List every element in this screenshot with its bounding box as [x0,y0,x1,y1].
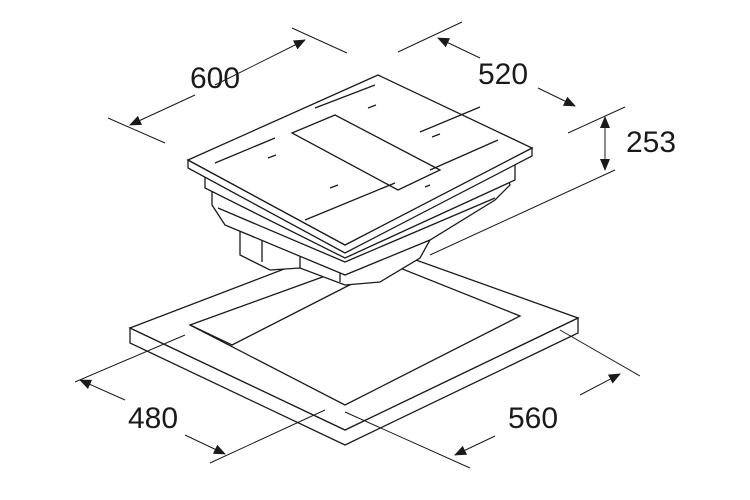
dimension-width: 600 [107,27,348,144]
dimension-height: 253 [429,116,676,256]
dimension-cutout-width: 560 [344,329,641,469]
cutout-opening [188,257,522,406]
dimension-cutout-width-label: 560 [508,402,558,435]
dimension-cutout-depth: 480 [74,334,326,464]
dimension-width-label: 600 [190,62,240,95]
center-extractor-vent [290,114,442,191]
dimension-depth-label: 520 [478,58,528,91]
countertop [128,239,580,446]
dimension-height-label: 253 [626,126,676,159]
hob-top [186,74,534,254]
dimension-depth: 520 [397,21,626,134]
dimension-cutout-depth-label: 480 [128,402,178,435]
